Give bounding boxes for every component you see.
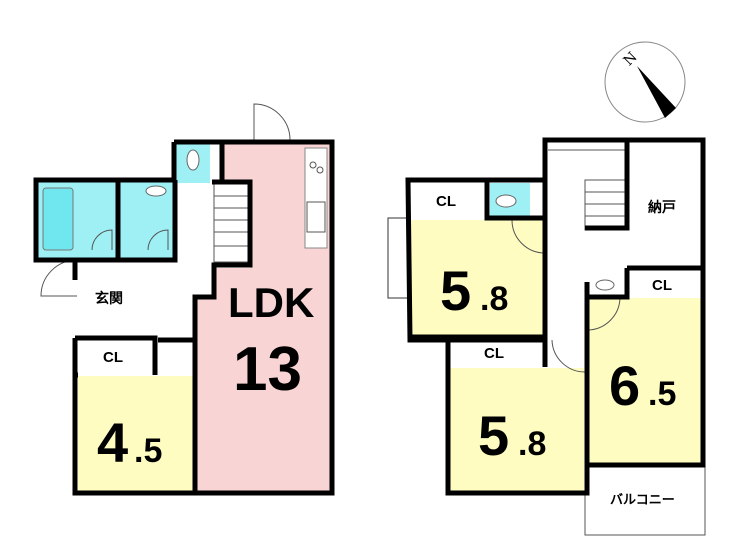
bay-window [387, 217, 409, 299]
basin-icon [145, 185, 167, 197]
closet-top-left-label: CL [436, 193, 456, 210]
closet-right-label: CL [652, 277, 672, 294]
stove-icon [309, 161, 317, 169]
floor-1: 玄関 CL LDK 13 4 .5 [33, 103, 335, 496]
toilet-icon-2f [495, 194, 517, 208]
room-bottom-left-dec: .8 [518, 425, 546, 463]
toilet-icon [186, 149, 200, 171]
balcony [584, 464, 706, 536]
ldk-size: 13 [233, 335, 302, 404]
ldk-area [197, 142, 332, 492]
kitchen-counter [304, 147, 328, 249]
floor-2: CL CL CL 納戸 バルコニー 5 .8 5 .8 6 .5 [387, 137, 706, 536]
room-size-int: 4 [97, 411, 128, 474]
room-top-left-dec: .8 [480, 280, 508, 318]
room-right-dec: .5 [648, 375, 676, 413]
entrance-label: 玄関 [95, 290, 123, 307]
room-4-5 [78, 376, 193, 492]
room-top-left-int: 5 [440, 259, 471, 322]
closet-bottom-left-label: CL [484, 345, 504, 362]
room-5-8-bottom [450, 368, 584, 492]
stairs-1f [213, 181, 249, 263]
room-bottom-left-int: 5 [478, 404, 509, 467]
compass: N [604, 41, 686, 123]
balcony-label: バルコニー [610, 493, 675, 508]
room-right-int: 6 [609, 354, 640, 417]
room-6-5 [588, 298, 702, 464]
basin-icon-2f [595, 279, 615, 291]
north-arrow-icon [637, 66, 676, 118]
room-5-8-top [410, 220, 544, 336]
bathtub-icon [42, 187, 74, 251]
storage-label: 納戸 [648, 199, 676, 216]
ldk-label: LDK [228, 279, 314, 326]
sink-icon [306, 201, 326, 233]
room-size-dec: .5 [134, 432, 162, 470]
closet-label: CL [103, 349, 123, 366]
washroom [118, 182, 174, 258]
stairs-2f [548, 149, 626, 231]
